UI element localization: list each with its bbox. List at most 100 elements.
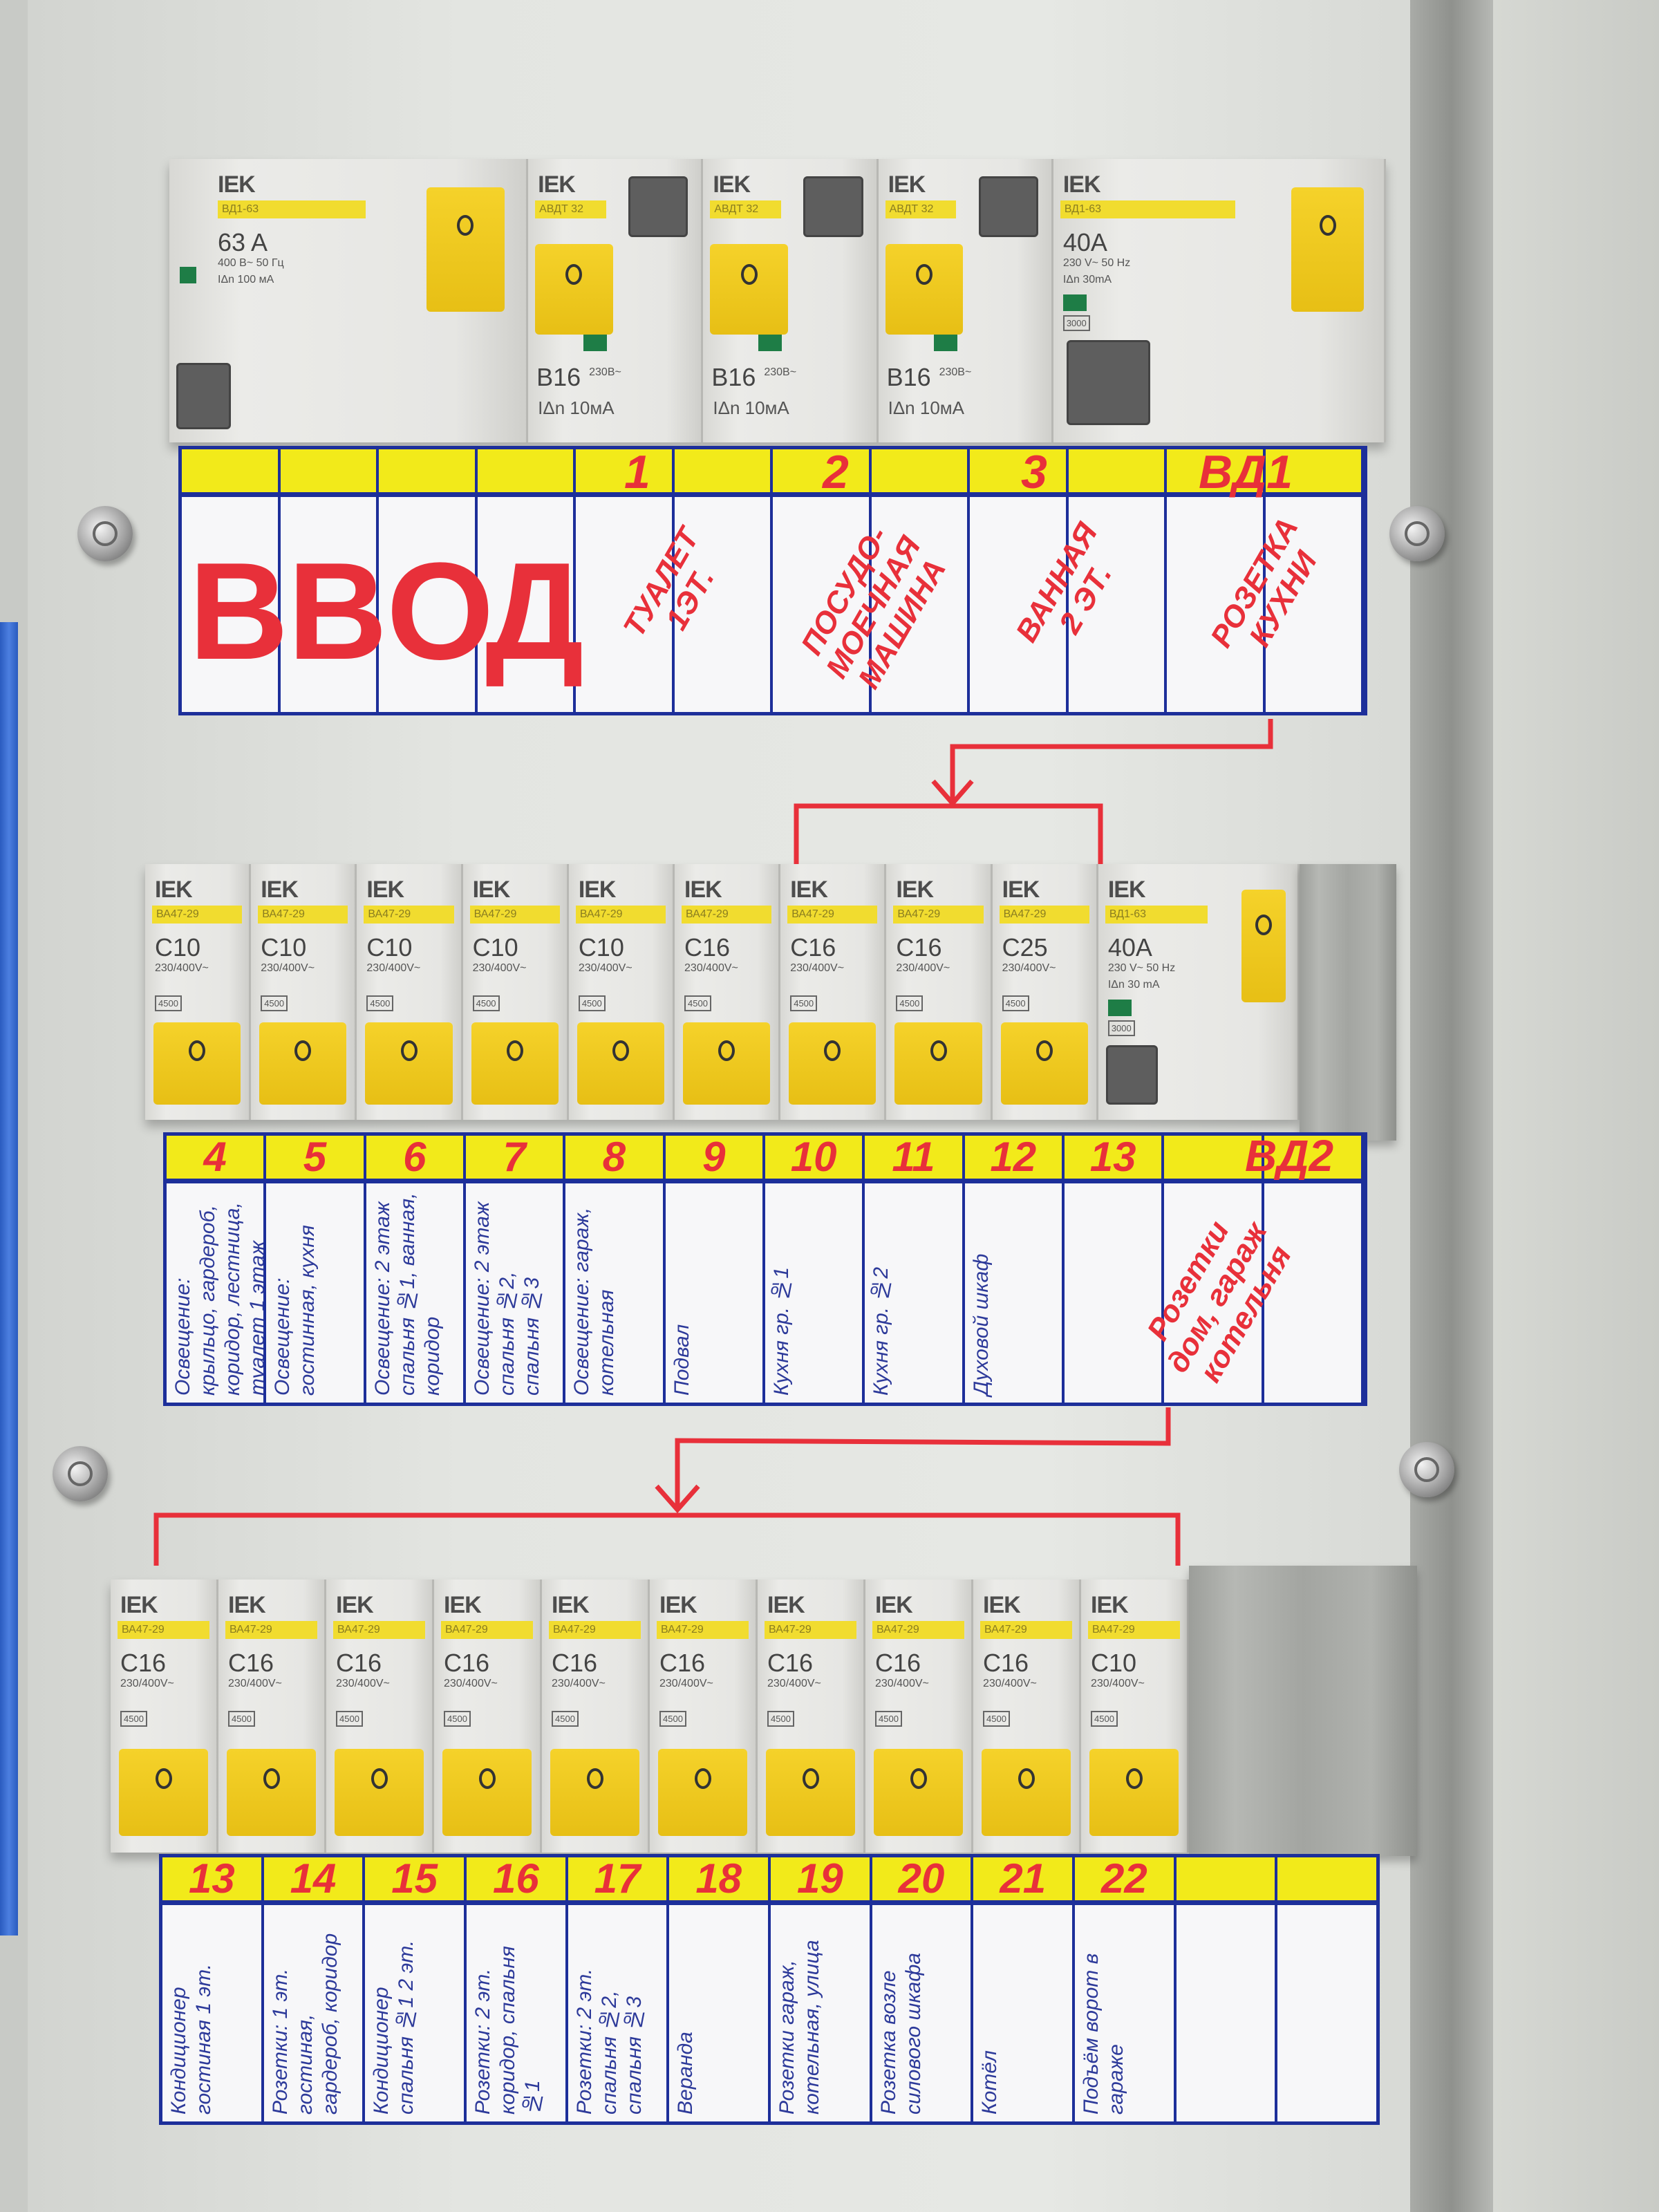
toggle-lever[interactable]	[766, 1748, 855, 1837]
toggle-lever[interactable]	[227, 1748, 316, 1837]
toggle-lever[interactable]	[426, 187, 505, 312]
label-cell	[871, 449, 970, 712]
toggle-lever[interactable]	[442, 1748, 532, 1837]
on-off-indicator-icon	[457, 214, 474, 236]
toggle-lever[interactable]	[658, 1748, 747, 1837]
on-off-indicator-icon	[478, 1768, 496, 1789]
circuit-number: 21	[973, 1857, 1073, 1905]
panel-edge	[1410, 0, 1493, 2212]
on-off-indicator-icon	[263, 1768, 280, 1789]
toggle-lever[interactable]	[259, 1022, 347, 1105]
on-off-indicator-icon	[1035, 1040, 1053, 1062]
test-button[interactable]	[1066, 340, 1150, 426]
toggle-lever[interactable]	[982, 1748, 1071, 1837]
toggle-lever[interactable]	[894, 1022, 982, 1105]
circuit-number: 2	[823, 446, 849, 498]
rating-label: B16	[536, 363, 581, 391]
breaking-capacity-label: 4500	[983, 1711, 1010, 1727]
model-label: ВА47-29	[364, 906, 454, 924]
model-label: ВА47-29	[575, 906, 666, 924]
label-body: Освещение: крыльцо, гардероб, коридор, л…	[167, 1183, 264, 1403]
voltage-label: 230/400V~	[155, 962, 209, 974]
toggle-lever[interactable]	[683, 1022, 771, 1105]
breaking-capacity-label: 4500	[684, 995, 711, 1011]
voltage-label: 230/400V~	[875, 1678, 929, 1689]
voltage-label: 230В~	[764, 366, 797, 378]
circuit-description: Розетки гараж, котельная, улица	[776, 1940, 824, 2115]
circuit-description: Подвал	[670, 1324, 693, 1396]
breaking-capacity-label: 3000	[1107, 1020, 1135, 1036]
test-button[interactable]	[978, 176, 1038, 237]
circuit-number: 12	[964, 1136, 1062, 1183]
toggle-lever[interactable]	[471, 1022, 559, 1105]
brand-logo: IEK	[896, 877, 934, 903]
toggle-lever[interactable]	[577, 1022, 664, 1105]
toggle-lever[interactable]	[885, 244, 964, 335]
model-label: АВДТ 32	[710, 200, 781, 218]
brand-logo: IEK	[1107, 877, 1146, 903]
label-cell: 13	[1064, 1136, 1165, 1403]
breaking-capacity-label: 4500	[261, 995, 288, 1011]
toggle-lever[interactable]	[1291, 187, 1365, 312]
breaking-capacity-label: 3000	[1062, 315, 1090, 331]
circuit-number	[182, 449, 278, 497]
rating-label: 63 A	[218, 228, 268, 256]
rating-label: C16	[659, 1649, 706, 1677]
brand-logo: IEK	[983, 1592, 1021, 1618]
test-button[interactable]	[176, 363, 231, 430]
label-body: Котёл	[973, 1905, 1073, 2121]
toggle-lever[interactable]	[550, 1748, 639, 1837]
toggle-lever[interactable]	[1000, 1022, 1088, 1105]
test-button[interactable]	[628, 176, 688, 237]
cabinet-door	[1493, 0, 1659, 2212]
test-button[interactable]	[803, 176, 863, 237]
label-cell	[773, 449, 872, 712]
circuit-description: Освещение: гостинная, кухня	[271, 1225, 319, 1396]
voltage-label: 230/400V~	[472, 962, 527, 974]
label-cell	[182, 449, 281, 712]
rating-label: B16	[711, 363, 756, 391]
toggle-lever[interactable]	[335, 1748, 424, 1837]
toggle-lever[interactable]	[1241, 890, 1286, 1002]
toggle-lever[interactable]	[874, 1748, 963, 1837]
voltage-label: 230/400V~	[896, 962, 950, 974]
circuit-number: 5	[266, 1136, 364, 1183]
toggle-lever[interactable]	[535, 244, 613, 335]
toggle-lever[interactable]	[119, 1748, 208, 1837]
circuit-description	[1282, 1912, 1372, 2115]
toggle-lever[interactable]	[1089, 1748, 1179, 1837]
label-body	[477, 497, 573, 712]
voltage-label: 230/400V~	[578, 962, 632, 974]
toggle-lever[interactable]	[153, 1022, 241, 1105]
on-off-indicator-icon	[910, 1768, 927, 1789]
model-label: ВА47-29	[152, 906, 243, 924]
label-body	[1064, 1183, 1162, 1403]
label-body: Розетка возле силового шкафа	[872, 1905, 971, 2121]
model-label: АВДТ 32	[885, 200, 957, 218]
toggle-lever[interactable]	[365, 1022, 453, 1105]
on-off-indicator-icon	[371, 1768, 388, 1789]
label-cell	[1068, 449, 1167, 712]
voltage-label: 230/400V~	[983, 1678, 1037, 1689]
circuit-number	[1265, 449, 1361, 497]
circuit-number: 19	[771, 1857, 870, 1905]
circuit-number	[477, 449, 573, 497]
brand-logo: IEK	[228, 1592, 266, 1618]
test-button[interactable]	[1106, 1045, 1159, 1105]
toggle-lever[interactable]	[710, 244, 788, 335]
circuit-number	[871, 449, 967, 497]
toggle-lever[interactable]	[789, 1022, 877, 1105]
model-label: ВА47-29	[765, 1621, 856, 1639]
model-label: ВА47-29	[1088, 1621, 1180, 1639]
breaking-capacity-label: 4500	[1091, 1711, 1118, 1727]
label-cell	[1167, 449, 1266, 712]
breaking-capacity-label: 4500	[336, 1711, 363, 1727]
